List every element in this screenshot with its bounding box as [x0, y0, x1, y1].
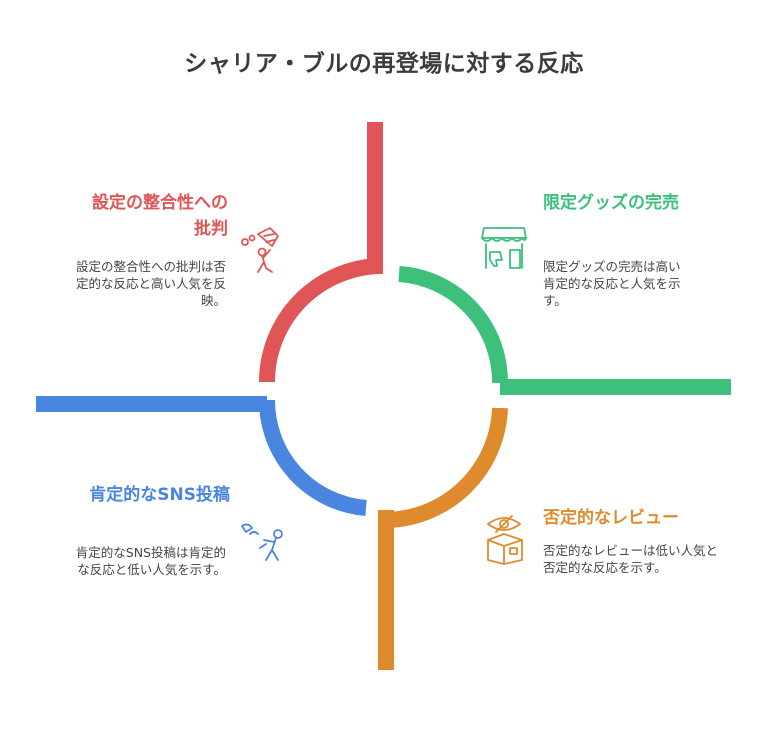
- person-catching-icon: [238, 520, 290, 570]
- desc-bottom-right: 否定的なレビューは低い人気と否定的な反応を示す。: [543, 543, 719, 575]
- arc-top-right: [398, 266, 509, 384]
- heading-top-left: 設定の整合性への批判: [92, 193, 228, 239]
- arc-top-left: [259, 258, 384, 383]
- arc-bottom-left: [258, 399, 367, 516]
- heading-bottom-left: 肯定的なSNS投稿: [89, 485, 230, 505]
- heading-top-right: 限定グッズの完売: [543, 193, 679, 213]
- desc-bottom-left: 肯定的なSNS投稿は肯定的な反応と低い人気を示す。: [75, 545, 226, 577]
- arc-bottom-right: [384, 407, 508, 528]
- hidden-box-icon: [482, 514, 528, 570]
- net-catching-icon: [236, 226, 288, 280]
- heading-bottom-right: 否定的なレビュー: [543, 508, 679, 528]
- page-title: シャリア・ブルの再登場に対する反応: [184, 51, 584, 77]
- desc-top-right: 限定グッズの完売は高い肯定的な反応と人気を示す。: [543, 259, 681, 308]
- shop-thumbs-down-icon: [478, 224, 530, 280]
- desc-top-left: 設定の整合性への批判は否定的な反応と高い人気を反映。: [75, 259, 226, 308]
